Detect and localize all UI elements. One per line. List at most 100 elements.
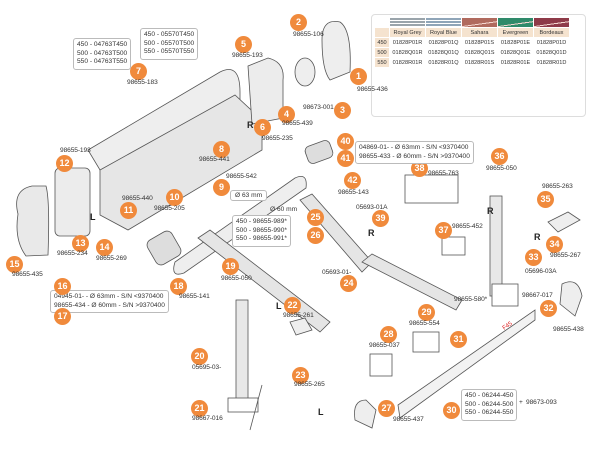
part-number: 98655-440 [122,195,153,202]
part-number: 98655-106 [293,31,324,38]
part-number: 98655-437 [393,416,424,423]
fabric-code: 01828Q01Q [428,49,459,56]
callout-number: 39 [372,210,389,227]
part-number: 98655-542 [226,173,257,180]
part-number: 98655-265 [294,381,325,388]
corner-cell [375,28,389,37]
part-number: 98655-183 [127,79,158,86]
part-number: 98655-235 [262,135,293,142]
fabric-code: 01828P01S [464,39,495,46]
side-right-label: R [487,206,494,216]
fabric-code: 01828P01Q [428,39,459,46]
bracket-part-37 [441,236,466,256]
box-line: 550 - 98655-991* [236,235,287,243]
corner-cell [375,18,389,27]
fabric-swatch [462,18,497,27]
part-number: 98655-234 [57,250,88,257]
part-number: 98655-193 [232,52,263,59]
diameter-63-label: Ø 63 mm [230,190,268,201]
box-line: 500 - 98655-990* [236,226,287,234]
size-cell: 450 [375,38,389,47]
callout-number: 28 [380,326,397,343]
callout-number: 31 [450,331,467,348]
size-cell: 500 [375,48,389,57]
side-left-label: L [318,407,324,417]
callout-number: 38 [411,160,428,177]
end-bracket-left [54,167,91,237]
box-line: 98655-433 - Ø 60mm - S/N >9370400 [359,152,470,160]
leg-left [235,299,249,401]
callout-number: 16 [54,278,71,295]
box-line: 550 - 04763T550 [77,58,128,66]
callout-number: 10 [166,189,183,206]
callout-number: 33 [525,249,542,266]
box-line: 500 - 05570T500 [144,39,195,47]
callout-number: 9 [213,179,230,196]
box-line: 450 - 06244-450 [465,392,514,399]
part-number: 98673-093 [526,399,557,406]
callout-number: 5 [235,36,252,53]
clamp-22 [289,317,313,336]
end-cap-lead-left [354,399,377,429]
callout-number: 34 [546,236,563,253]
callout-number: 1 [350,68,367,85]
tube-plug-left [146,230,182,266]
leg-foot-left [227,397,259,413]
fabric-swatch [534,18,569,27]
box-line: 04869-01- - Ø 63mm - S/N <9370400 [359,144,469,151]
part-number: 98655-267 [550,252,581,259]
part-number: 98667-017 [522,292,553,299]
part-number-plus: + [519,399,523,406]
part-number: 98655-441 [199,156,230,163]
fabric-name: Sahara [462,28,497,37]
box-line: 550 - 06244-550 [465,409,514,417]
fabric-code: 01828Q01E [500,49,531,56]
box-line: 500 - 06244-500 [465,400,514,408]
part-number: 98655-263 [542,183,573,190]
callout-number: 19 [222,258,239,275]
part-number: 98655-143 [338,189,369,196]
fabric-swatch [498,18,533,27]
fabric-code: 01828R01E [500,59,531,66]
fabric-code: 01828Q01R [392,49,423,56]
box-line: 550 - 05570T550 [144,48,195,56]
box-line: 04945-01- - Ø 63mm - S/N <9370400 [54,293,164,300]
callout-number: 4 [278,106,295,123]
roller-tube-sizes-box: 450 - 98655-989*500 - 98655-990*550 - 98… [232,215,291,247]
fabric-code: 01828P01E [500,39,531,46]
callout-number: 2 [290,14,307,31]
size-cell: 550 [375,58,389,67]
callout-number: 11 [120,202,137,219]
callout-number: 22 [284,297,301,314]
callout-number: 30 [443,402,460,419]
part-number: 98655-763 [428,170,459,177]
box-line: 450 - 05570T450 [144,31,195,38]
part-number: 98655-439 [282,120,313,127]
callout-number: 8 [213,141,230,158]
callout-number: 23 [292,367,309,384]
callout-number: 42 [344,172,361,189]
fabric-code: 01828Q01D [536,49,567,56]
part-number: 05693-01- [322,269,352,276]
end-cap-lead-right [559,281,583,317]
side-left-label: L [276,301,282,311]
part-number: 98655-037 [369,342,400,349]
part-number: 98673-001 [303,104,334,111]
fabric-code: 01828R01S [464,59,495,66]
callout-number: 6 [254,119,271,136]
lead-rail [397,309,536,419]
clamp-35 [547,211,581,233]
fiamma-logo: F45 [502,321,514,332]
callout-number: 26 [307,227,324,244]
bracket-part-38 [404,174,459,204]
fabric-code: 01828R01D [536,59,567,66]
bracket-part-29 [412,331,440,353]
